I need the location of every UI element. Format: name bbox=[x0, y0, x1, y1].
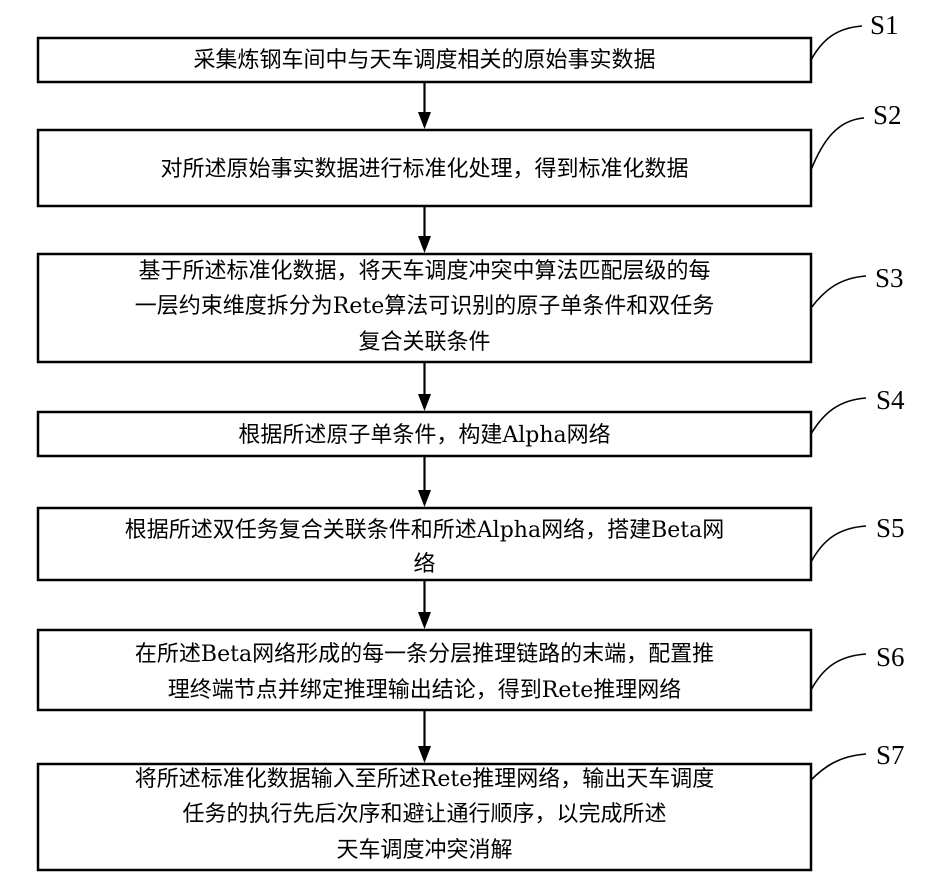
label-leader-line bbox=[811, 118, 864, 170]
step-label-s1: S1 bbox=[811, 10, 899, 60]
arrow-head bbox=[418, 236, 431, 253]
step-text-line: 一层约束维度拆分为Rete算法可识别的原子单条件和双任务 bbox=[135, 294, 714, 319]
step-label: S6 bbox=[876, 642, 905, 672]
step-text-line: 对所述原始事实数据进行标准化处理，得到标准化数据 bbox=[160, 157, 688, 182]
arrow-head bbox=[418, 612, 431, 629]
step-label-s6: S6 bbox=[811, 642, 905, 690]
step-label-s7: S7 bbox=[811, 740, 905, 780]
step-label-s2: S2 bbox=[811, 100, 902, 170]
label-leader-line bbox=[811, 26, 862, 60]
step-label-s3: S3 bbox=[811, 263, 904, 308]
step-label: S4 bbox=[876, 385, 905, 415]
step-text-line: 任务的执行先后次序和避让通行顺序，以完成所述 bbox=[182, 802, 666, 827]
arrow-head bbox=[418, 112, 431, 129]
step-label: S2 bbox=[873, 100, 902, 130]
step-text-line: 根据所述双任务复合关联条件和所述Alpha网络，搭建Beta网 bbox=[125, 518, 724, 543]
step-s1: 采集炼钢车间中与天车调度相关的原始事实数据 bbox=[38, 38, 811, 82]
step-s6: 在所述Beta网络形成的每一条分层推理链路的末端，配置推 理终端节点并绑定推理输… bbox=[38, 630, 811, 710]
label-leader-line bbox=[811, 276, 866, 308]
label-leader-line bbox=[811, 398, 866, 434]
step-s7: 将所述标准化数据输入至所述Rete推理网络，输出天车调度 任务的执行先后次序和避… bbox=[38, 764, 811, 870]
arrow-head bbox=[418, 490, 431, 507]
step-text-line: 将所述标准化数据输入至所述Rete推理网络，输出天车调度 bbox=[135, 767, 714, 792]
step-s5: 根据所述双任务复合关联条件和所述Alpha网络，搭建Beta网 络 bbox=[38, 508, 811, 580]
step-label-s5: S5 bbox=[811, 513, 905, 562]
step-label: S7 bbox=[876, 740, 905, 770]
step-text-line: 天车调度冲突消解 bbox=[336, 838, 512, 863]
arrow-s1-s2 bbox=[418, 82, 431, 129]
arrow-head bbox=[418, 746, 431, 763]
step-s3: 基于所述标准化数据，将天车调度冲突中算法匹配层级的每 一层约束维度拆分为Rete… bbox=[38, 254, 811, 362]
step-label-s4: S4 bbox=[811, 385, 905, 434]
step-text-line: 在所述Beta网络形成的每一条分层推理链路的末端，配置推 bbox=[135, 642, 714, 667]
label-leader-line bbox=[811, 526, 866, 562]
arrow-s2-s3 bbox=[418, 206, 431, 253]
step-s4: 根据所述原子单条件，构建Alpha网络 bbox=[38, 412, 811, 456]
step-label: S1 bbox=[870, 10, 899, 40]
arrow-s3-s4 bbox=[418, 362, 431, 411]
arrow-head bbox=[418, 394, 431, 411]
step-text-line: 根据所述原子单条件，构建Alpha网络 bbox=[238, 423, 610, 448]
step-text-line: 复合关联条件 bbox=[358, 330, 490, 355]
step-label: S5 bbox=[876, 513, 905, 543]
arrow-s4-s5 bbox=[418, 456, 431, 507]
step-text-line: 采集炼钢车间中与天车调度相关的原始事实数据 bbox=[193, 48, 655, 73]
label-leader-line bbox=[811, 654, 866, 690]
arrow-s6-s7 bbox=[418, 710, 431, 763]
arrow-s5-s6 bbox=[418, 580, 431, 629]
label-leader-line bbox=[811, 754, 866, 780]
step-text-line: 理终端节点并绑定推理输出结论，得到Rete推理网络 bbox=[168, 678, 681, 703]
step-label: S3 bbox=[875, 263, 904, 293]
step-text-line: 络 bbox=[413, 552, 435, 577]
step-s2: 对所述原始事实数据进行标准化处理，得到标准化数据 bbox=[38, 130, 811, 206]
step-text-line: 基于所述标准化数据，将天车调度冲突中算法匹配层级的每 bbox=[138, 259, 710, 284]
